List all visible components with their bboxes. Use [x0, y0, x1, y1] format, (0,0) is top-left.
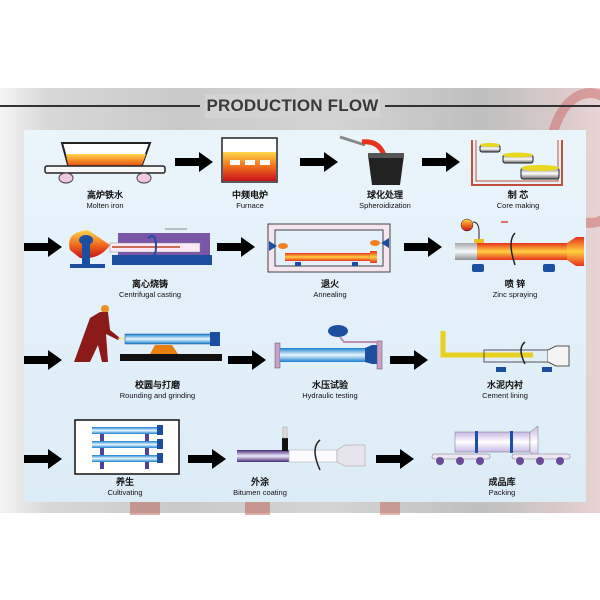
flow-arrow: [24, 237, 62, 257]
step-label-en: Centrifugal casting: [118, 290, 182, 299]
cement-lining-icon: [440, 331, 570, 372]
step-core-making: 制 芯 Core making: [468, 190, 568, 211]
curing-rack-icon: [74, 419, 180, 475]
step-zinc-spraying: 喷 锌 Zinc spraying: [465, 279, 565, 300]
step-label-cn: 校圆与打磨: [134, 380, 180, 390]
step-label-en: Core making: [496, 201, 540, 210]
title-rule-left: [0, 105, 200, 107]
flow-arrow: [24, 449, 62, 469]
worker-grinding-icon: [74, 305, 222, 362]
step-label-en: Furnace: [236, 201, 264, 210]
step-label-en: Packing: [488, 488, 516, 497]
zinc-spray-icon: [455, 218, 584, 272]
step-centrifugal-casting: 离心烧铸 Centrifugal casting: [95, 279, 205, 300]
step-label-cn: 离心烧铸: [131, 279, 168, 289]
step-label-en: Annealing: [313, 290, 347, 299]
step-hydraulic-testing: 水压试验 Hydraulic testing: [280, 380, 380, 401]
step-molten-iron: 高炉铁水 Molten iron: [55, 190, 155, 211]
flow-arrow: [228, 350, 266, 370]
step-furnace: 中频电炉 Furnace: [200, 190, 300, 211]
step-label-cn: 高炉铁水: [86, 190, 123, 200]
step-cement-lining: 水泥内衬 Cement lining: [455, 380, 555, 401]
flow-arrow: [217, 237, 255, 257]
title-rule-right: [385, 105, 600, 107]
flow-arrow: [422, 152, 460, 172]
step-rounding-grinding: 校圆与打磨 Rounding and grinding: [100, 380, 215, 401]
ladle-car-icon: [44, 142, 166, 184]
bitumen-coating-icon: [237, 426, 366, 471]
step-label-en: Cultivating: [107, 488, 143, 497]
step-cultivating: 养生 Cultivating: [75, 477, 175, 498]
step-label-cn: 制 芯: [507, 190, 529, 200]
step-label-en: Cement lining: [482, 391, 528, 400]
step-spheroidization: 球化处理 Spheroidization: [335, 190, 435, 211]
crucible-pour-icon: [339, 135, 404, 185]
step-label-cn: 退火: [320, 279, 339, 289]
page-title: PRODUCTION FLOW: [205, 94, 380, 118]
step-label-cn: 球化处理: [366, 190, 403, 200]
flow-arrow: [175, 152, 213, 172]
flow-arrow: [404, 237, 442, 257]
flow-arrow: [188, 449, 226, 469]
step-label-cn: 成品库: [488, 477, 516, 487]
flow-arrow: [390, 350, 428, 370]
annealing-oven-icon: [267, 223, 391, 273]
pressure-test-icon: [274, 325, 383, 370]
step-label-en: Bitumen coating: [233, 488, 287, 497]
step-bitumen-coating: 外涂 Bitumen coating: [210, 477, 310, 498]
centrifugal-machine-icon: [69, 228, 212, 268]
step-label-en: Molten iron: [86, 201, 124, 210]
step-label-cn: 水压试验: [311, 380, 348, 390]
step-label-cn: 喷 锌: [504, 279, 526, 289]
flow-arrow: [300, 152, 338, 172]
step-label-cn: 水泥内衬: [486, 380, 523, 390]
packed-pipes-icon: [431, 425, 571, 465]
flow-arrow: [376, 449, 414, 469]
step-annealing: 退火 Annealing: [280, 279, 380, 300]
step-label-en: Hydraulic testing: [302, 391, 358, 400]
step-label-en: Spheroidization: [359, 201, 411, 210]
step-label-cn: 养生: [115, 477, 134, 487]
core-discs-icon: [471, 140, 563, 186]
step-label-en: Rounding and grinding: [119, 391, 196, 400]
furnace-icon: [221, 137, 278, 183]
step-packing: 成品库 Packing: [452, 477, 552, 498]
step-label-cn: 中频电炉: [231, 190, 268, 200]
flow-arrow: [24, 350, 62, 370]
step-label-cn: 外涂: [250, 477, 269, 487]
step-label-en: Zinc spraying: [492, 290, 538, 299]
